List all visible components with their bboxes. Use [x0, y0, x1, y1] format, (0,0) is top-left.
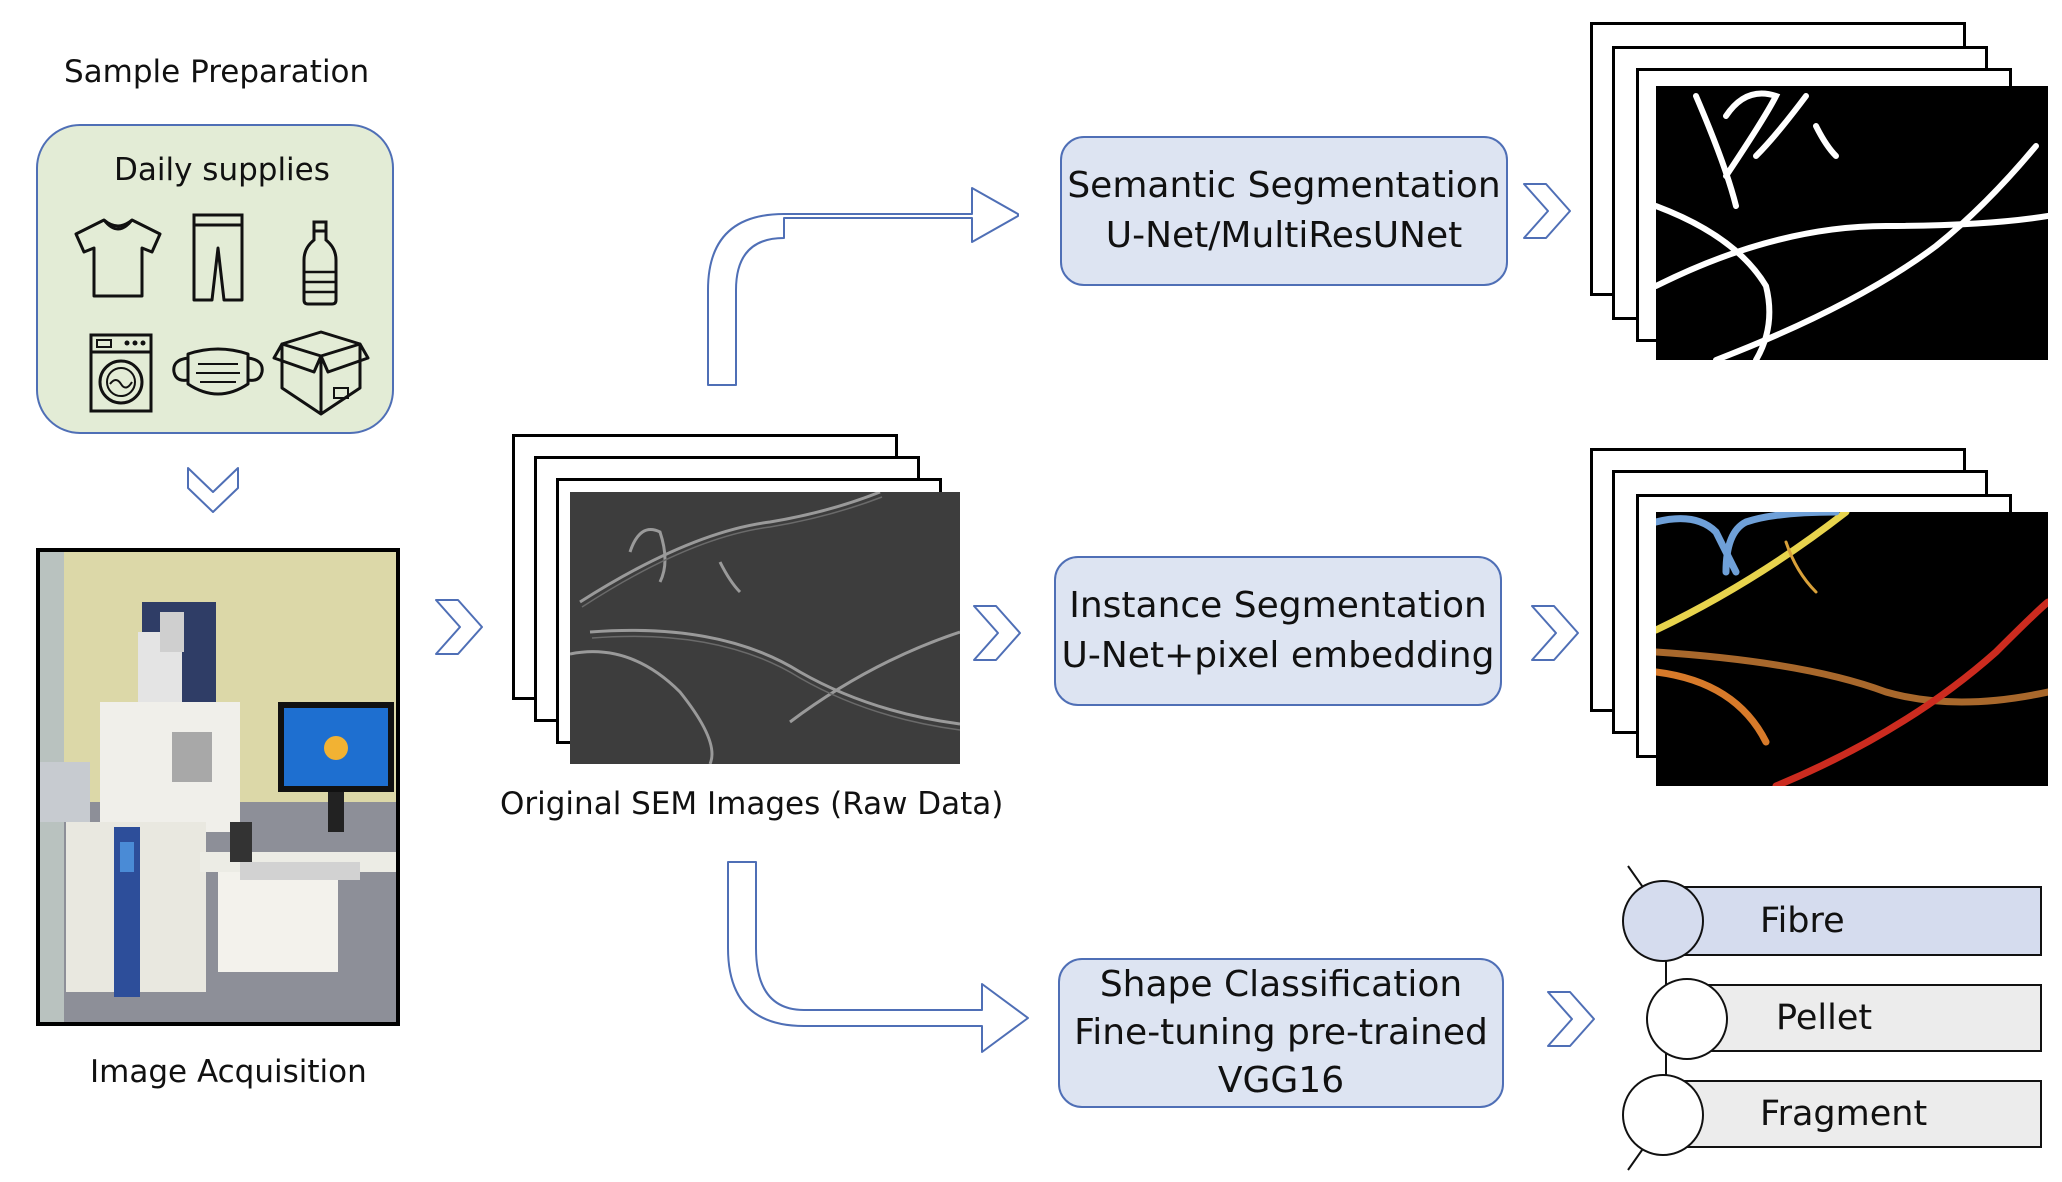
- class-fibre-circle: [1622, 880, 1704, 962]
- chevron-right-arrow-2: [973, 605, 1021, 661]
- semantic-segmentation-title: Semantic Segmentation: [1067, 165, 1501, 206]
- class-fragment-bar: Fragment: [1660, 1080, 2042, 1148]
- face-mask-icon: [172, 347, 264, 396]
- curved-arrow-down: [727, 861, 1029, 1053]
- class-fragment-label: Fragment: [1760, 1094, 1928, 1134]
- instance-mask-image: [1656, 512, 2048, 786]
- daily-supplies-title: Daily supplies: [114, 152, 330, 188]
- shape-classification-model: VGG16: [1217, 1060, 1345, 1101]
- shape-classification-title: Shape Classification: [1099, 964, 1463, 1005]
- semantic-mask-image: [1656, 86, 2048, 360]
- shape-classification-box: Shape Classification Fine-tuning pre-tra…: [1058, 958, 1504, 1108]
- class-pellet-label: Pellet: [1776, 998, 1873, 1038]
- class-fibre-bar: Fibre: [1660, 886, 2042, 956]
- sem-instrument-photo: [36, 548, 400, 1026]
- package-box-icon: [272, 330, 370, 416]
- raw-sem-image: [570, 492, 960, 764]
- down-chevron-arrow: [187, 467, 239, 513]
- instance-segmentation-box: Instance Segmentation U-Net+pixel embedd…: [1054, 556, 1502, 706]
- washing-machine-icon: [89, 333, 153, 413]
- trousers-icon: [192, 213, 244, 302]
- instance-segmentation-title: Instance Segmentation: [1069, 585, 1487, 626]
- instance-segmentation-model: U-Net+pixel embedding: [1061, 635, 1495, 676]
- chevron-right-arrow-3: [1523, 183, 1571, 239]
- t-shirt-icon: [74, 218, 162, 298]
- chevron-right-arrow-4: [1531, 605, 1579, 661]
- curved-arrow-up: [707, 187, 1019, 386]
- semantic-segmentation-model: U-Net/MultiResUNet: [1105, 215, 1463, 256]
- image-acquisition-label: Image Acquisition: [90, 1054, 367, 1090]
- class-fibre-label: Fibre: [1760, 901, 1845, 941]
- chevron-right-arrow-5: [1547, 991, 1595, 1047]
- class-pellet-bar: Pellet: [1684, 984, 2042, 1052]
- semantic-segmentation-box: Semantic Segmentation U-Net/MultiResUNet: [1060, 136, 1508, 286]
- shape-classification-method: Fine-tuning pre-trained: [1074, 1012, 1488, 1053]
- chevron-right-arrow-1: [435, 599, 483, 655]
- raw-data-label: Original SEM Images (Raw Data): [500, 786, 1004, 822]
- class-fragment-circle: [1622, 1074, 1704, 1156]
- daily-supplies-box: Daily supplies: [36, 124, 394, 434]
- bottle-icon: [302, 220, 338, 306]
- sample-preparation-title: Sample Preparation: [64, 54, 370, 90]
- class-pellet-circle: [1646, 978, 1728, 1060]
